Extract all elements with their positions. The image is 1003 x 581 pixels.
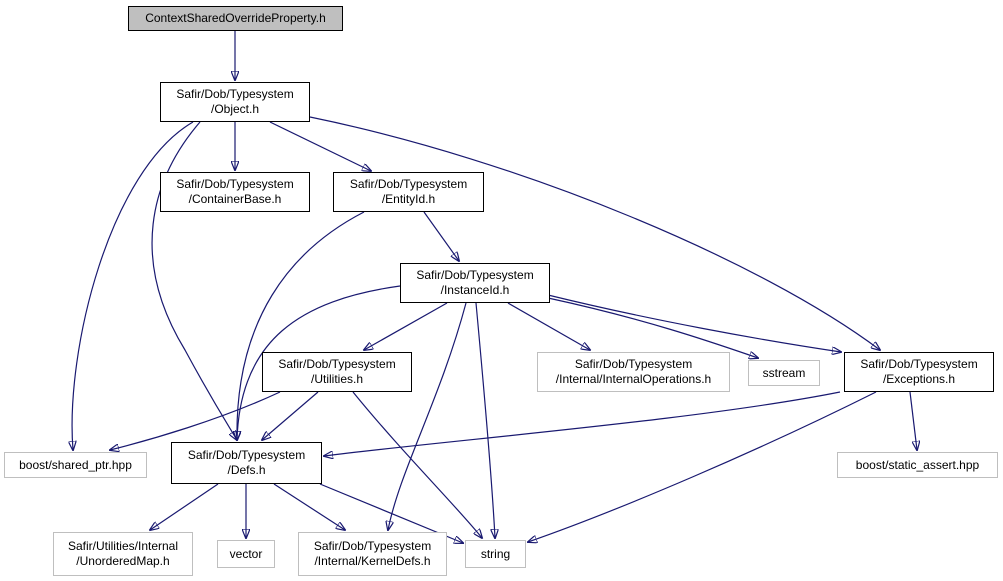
node-label-line: /Defs.h (227, 463, 266, 477)
node-label-line: Safir/Utilities/Internal (67, 539, 179, 553)
edge-exceptions-string (528, 391, 877, 542)
edge-defs-unorderedmap (150, 483, 219, 530)
node-label-line: /Exceptions.h (882, 372, 956, 386)
edge-instanceid-internalops (507, 302, 590, 350)
edge-object-exceptions (309, 116, 880, 350)
node-entity-id-h[interactable]: Safir/Dob/Typesystem/EntityId.h (333, 172, 484, 212)
node-shared-ptr-hpp: boost/shared_ptr.hpp (4, 452, 147, 478)
node-utilities-h[interactable]: Safir/Dob/Typesystem/Utilities.h (262, 352, 412, 392)
node-label-line: /UnorderedMap.h (76, 554, 170, 568)
node-internal-operations-h: Safir/Dob/Typesystem/Internal/InternalOp… (537, 352, 730, 392)
node-label-line: /Internal/InternalOperations.h (555, 372, 712, 386)
edge-object-entityid (269, 121, 371, 171)
node-object-h[interactable]: Safir/Dob/Typesystem/Object.h (160, 82, 310, 122)
node-label-line: /Internal/KernelDefs.h (314, 554, 431, 568)
node-exceptions-h[interactable]: Safir/Dob/Typesystem/Exceptions.h (844, 352, 994, 392)
node-label-line: vector (229, 546, 263, 561)
edge-exceptions-staticassert (909, 391, 917, 450)
node-string: string (465, 540, 526, 568)
edge-instanceid-string (475, 302, 495, 538)
node-label-line: /ContainerBase.h (188, 192, 282, 206)
edge-object-sharedptr (72, 121, 194, 450)
edge-exceptions-defs (324, 391, 841, 456)
edge-instanceid-defs (237, 285, 401, 440)
node-context-shared-override-property-h[interactable]: ContextSharedOverrideProperty.h (128, 6, 343, 31)
edge-utilities-defs (262, 391, 319, 440)
node-kernel-defs-h: Safir/Dob/Typesystem/Internal/KernelDefs… (298, 532, 447, 576)
node-vector: vector (217, 540, 275, 568)
node-label-line: boost/shared_ptr.hpp (19, 457, 132, 472)
node-static-assert-hpp: boost/static_assert.hpp (837, 452, 998, 478)
node-defs-h[interactable]: Safir/Dob/Typesystem/Defs.h (171, 442, 322, 484)
node-label-line: Safir/Dob/Typesystem (860, 357, 978, 371)
node-label-line: string (480, 546, 511, 561)
node-container-base-h[interactable]: Safir/Dob/Typesystem/ContainerBase.h (160, 172, 310, 212)
edge-entityid-defs (237, 211, 365, 440)
node-unordered-map-h: Safir/Utilities/Internal/UnorderedMap.h (53, 532, 193, 576)
node-label-line: /Utilities.h (310, 372, 363, 386)
node-label-line: Safir/Dob/Typesystem (349, 177, 468, 191)
node-label-line: Safir/Dob/Typesystem (176, 87, 294, 101)
edge-instanceid-utilities (364, 302, 448, 350)
node-label-line: Safir/Dob/Typesystem (187, 448, 306, 462)
edge-utilities-string (352, 391, 482, 538)
node-label-line: Safir/Dob/Typesystem (313, 539, 432, 553)
edge-instanceid-sstream (547, 297, 758, 358)
edge-object-defs (151, 121, 237, 440)
node-label-line: ContextSharedOverrideProperty.h (145, 11, 326, 25)
node-label-line: boost/static_assert.hpp (855, 457, 980, 472)
node-label-line: Safir/Dob/Typesystem (278, 357, 396, 371)
node-sstream: sstream (748, 360, 820, 386)
edge-instanceid-kerneldefs (388, 302, 467, 530)
node-label-line: Safir/Dob/Typesystem (416, 268, 534, 282)
node-label-line: /InstanceId.h (440, 283, 510, 297)
node-label-line: /EntityId.h (381, 192, 436, 206)
node-label-line: Safir/Dob/Typesystem (574, 357, 693, 371)
node-label-line: Safir/Dob/Typesystem (176, 177, 294, 191)
node-label-line: sstream (762, 365, 806, 380)
node-label-line: /Object.h (210, 102, 260, 116)
edge-utilities-sharedptr (110, 391, 281, 450)
edge-instanceid-exceptions (547, 294, 841, 352)
edge-defs-kerneldefs (273, 483, 345, 530)
node-instance-id-h[interactable]: Safir/Dob/Typesystem/InstanceId.h (400, 263, 550, 303)
edge-entityid-instanceid (423, 211, 459, 261)
